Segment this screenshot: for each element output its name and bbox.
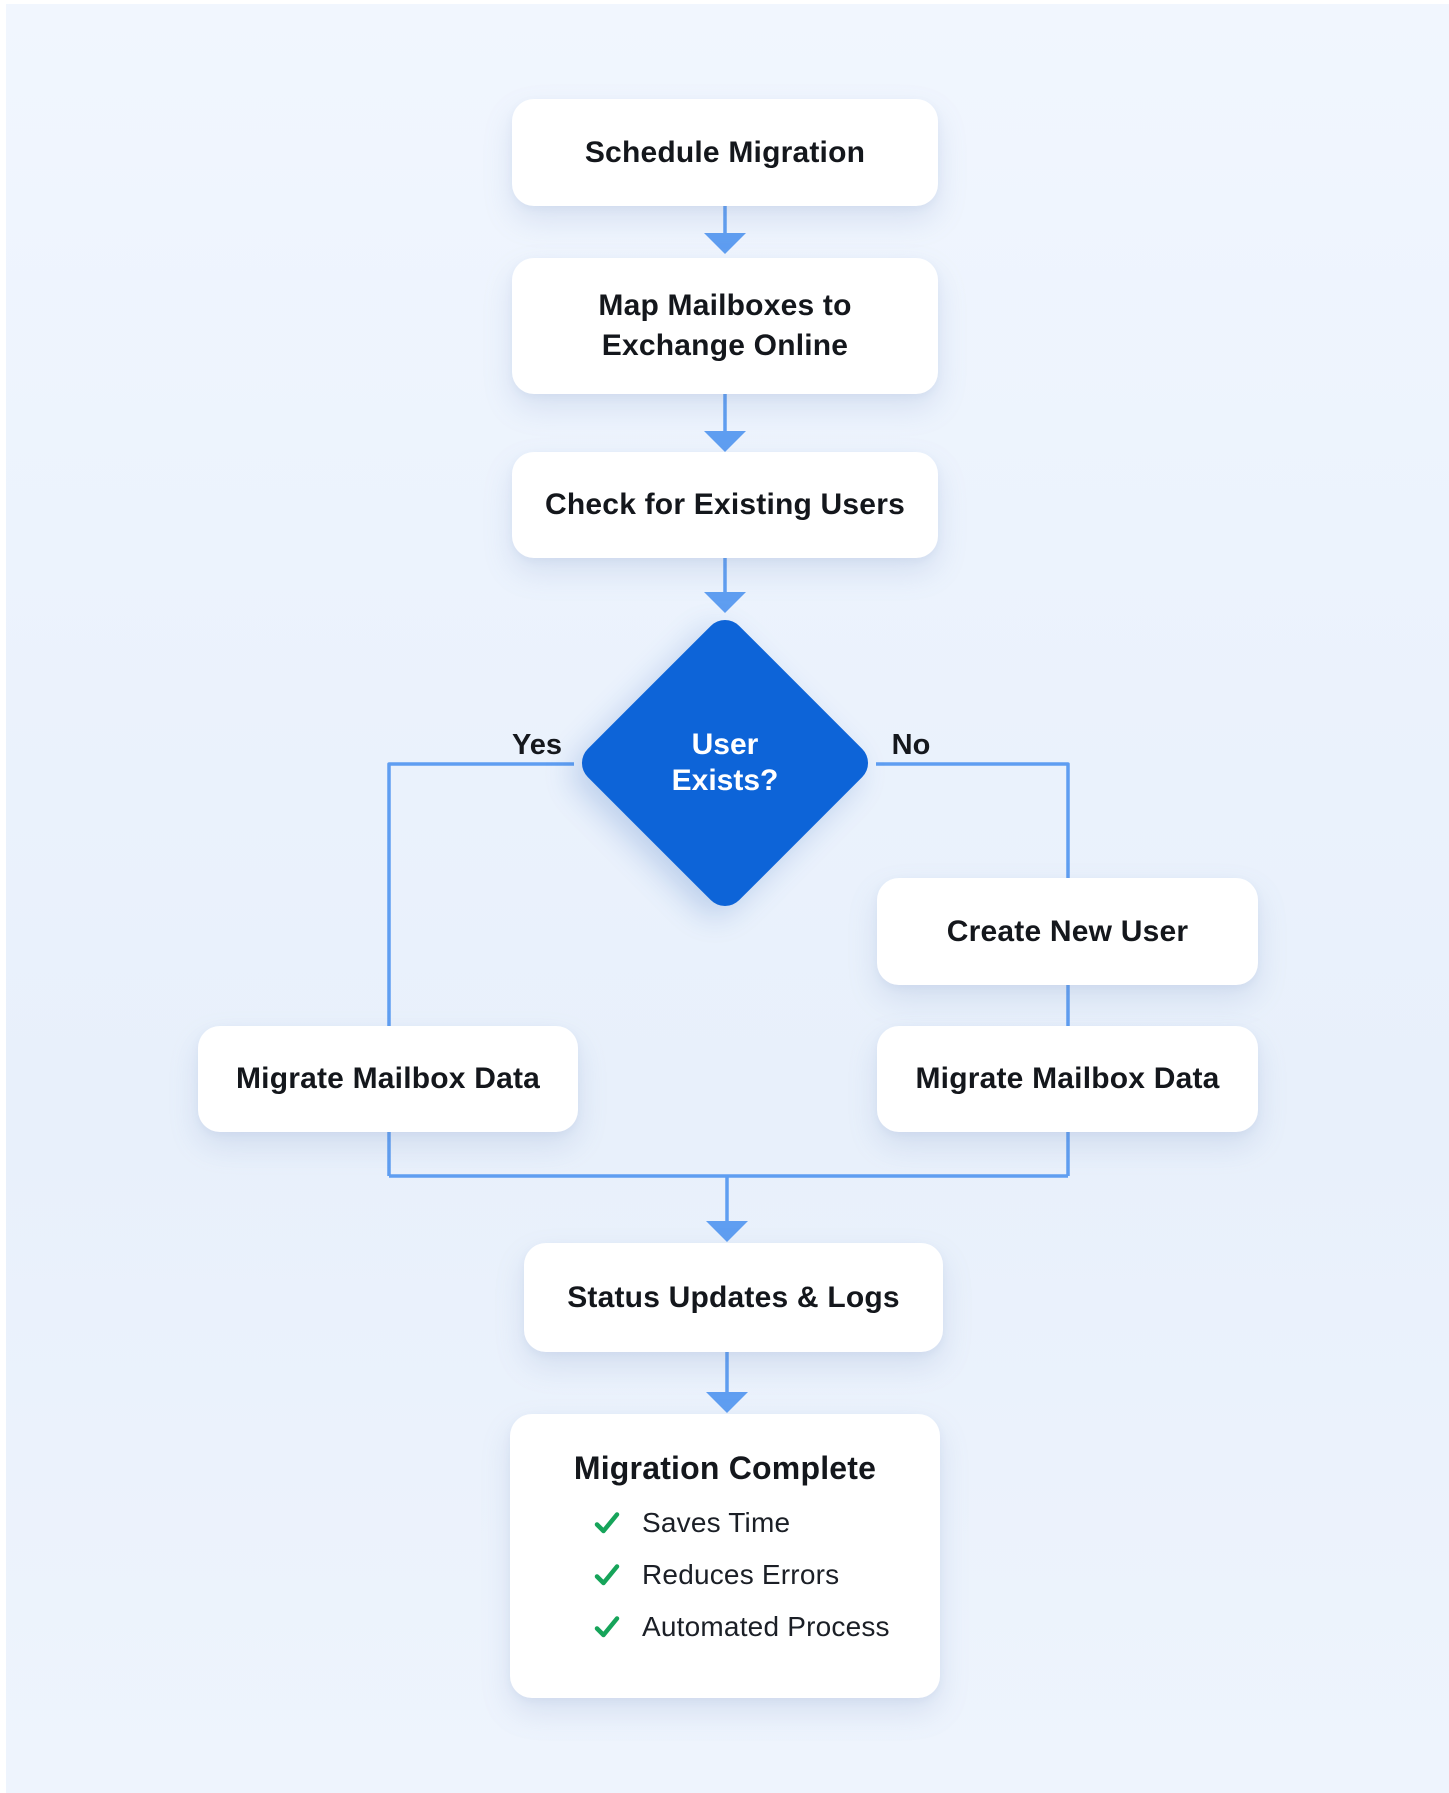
check-icon xyxy=(594,1616,620,1638)
arrowhead-status-to-complete xyxy=(706,1392,748,1413)
branch-label-no: No xyxy=(891,729,931,761)
benefit-item: Automated Process xyxy=(594,1607,940,1647)
node-label: Status Updates & Logs xyxy=(567,1280,900,1314)
node-check-existing-users: Check for Existing Users xyxy=(512,452,938,558)
yes-branch-line xyxy=(387,762,574,1026)
node-label: Create New User xyxy=(946,914,1189,948)
benefit-item: Saves Time xyxy=(594,1503,940,1543)
node-status-updates-logs: Status Updates & Logs xyxy=(524,1243,943,1352)
branch-label-yes: Yes xyxy=(512,729,562,761)
node-create-new-user: Create New User xyxy=(877,878,1258,985)
node-label-line1: Map Mailboxes to xyxy=(598,289,852,322)
benefit-label: Automated Process xyxy=(642,1611,890,1642)
node-schedule-migration: Schedule Migration xyxy=(512,99,938,206)
migration-complete-title: Migration Complete xyxy=(573,1450,877,1486)
decision-label-line1: User xyxy=(691,728,759,761)
arrowhead-schedule-to-map xyxy=(704,233,746,254)
node-migrate-mailbox-data-no: Migrate Mailbox Data xyxy=(877,1026,1258,1132)
node-migrate-mailbox-data-yes: Migrate Mailbox Data xyxy=(198,1026,578,1132)
check-icon xyxy=(594,1512,620,1534)
node-label: Check for Existing Users xyxy=(545,488,905,521)
benefit-label: Saves Time xyxy=(642,1507,791,1538)
benefit-label: Reduces Errors xyxy=(642,1559,840,1590)
decision-label-line2: Exists? xyxy=(671,764,779,797)
arrowhead-check-to-decision xyxy=(704,592,746,613)
node-label: Schedule Migration xyxy=(584,135,866,169)
node-migration-complete: Migration Complete Saves Time Reduces Er… xyxy=(510,1414,940,1698)
node-label: Migrate Mailbox Data xyxy=(915,1062,1220,1095)
no-branch-line xyxy=(876,762,1070,878)
benefit-item: Reduces Errors xyxy=(594,1555,940,1595)
check-icon xyxy=(594,1564,620,1586)
arrowhead-merge-to-status xyxy=(706,1221,748,1242)
decision-user-exists: User Exists? xyxy=(618,656,832,870)
arrowhead-map-to-check xyxy=(704,431,746,452)
node-map-mailboxes: Map Mailboxes to Exchange Online xyxy=(512,258,938,394)
node-label-line2: Exchange Online xyxy=(601,329,849,362)
benefit-list: Saves Time Reduces Errors Automated Proc… xyxy=(510,1503,940,1659)
node-label: Migrate Mailbox Data xyxy=(235,1062,541,1095)
